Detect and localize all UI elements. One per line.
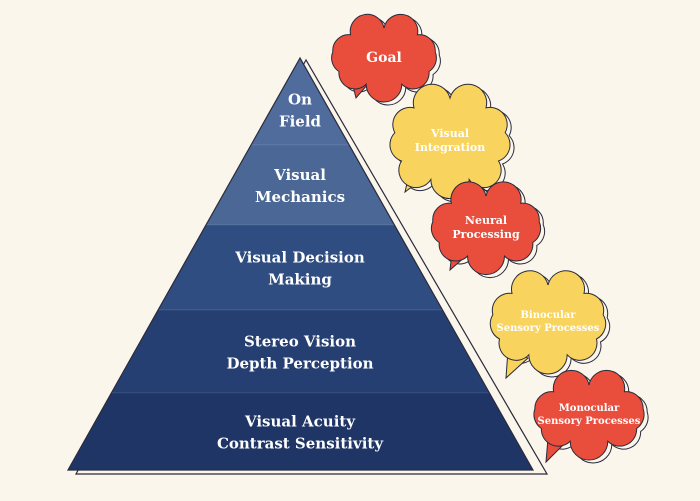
bubble-label: Integration	[415, 141, 485, 154]
pyramid-level-shape	[110, 309, 491, 394]
pyramid-level-shape	[157, 224, 444, 311]
pyramid-level-label: Visual Decision	[234, 249, 365, 267]
pyramid-level-shape	[67, 392, 534, 471]
bubble-label: Binocular	[520, 310, 576, 321]
pyramid-level-label: Stereo Vision	[244, 333, 356, 351]
pyramid-level-label: Visual Acuity	[244, 413, 356, 431]
pyramid-outline	[66, 56, 535, 471]
bubble-label: Visual	[430, 127, 469, 140]
bubble-body	[430, 181, 542, 276]
pyramid-level-label: Visual	[273, 166, 326, 184]
pyramid-level-shape	[205, 144, 396, 226]
pyramid-level-label: On	[288, 91, 312, 109]
bubble-body	[389, 83, 511, 200]
bubble-label: Processing	[452, 228, 520, 241]
bubble-label: Neural	[465, 214, 507, 227]
thought-bubble-1: Goal	[331, 13, 441, 106]
bubble-body	[533, 369, 645, 461]
pyramid-level-label: Depth Perception	[226, 355, 373, 373]
bubble-label: Sensory Processes	[497, 323, 600, 334]
pyramid-level-label: Mechanics	[255, 188, 345, 206]
pyramid-level-label: Contrast Sensitivity	[217, 435, 384, 453]
bubble-label: Goal	[366, 50, 402, 66]
bubble-body	[331, 13, 437, 103]
bubble-label: Sensory Processes	[538, 416, 641, 427]
pyramid-level-label: Making	[268, 271, 332, 289]
bubble-body	[489, 270, 607, 375]
pyramid-level-label: Field	[279, 113, 322, 131]
bubble-label: Monocular	[559, 403, 620, 414]
